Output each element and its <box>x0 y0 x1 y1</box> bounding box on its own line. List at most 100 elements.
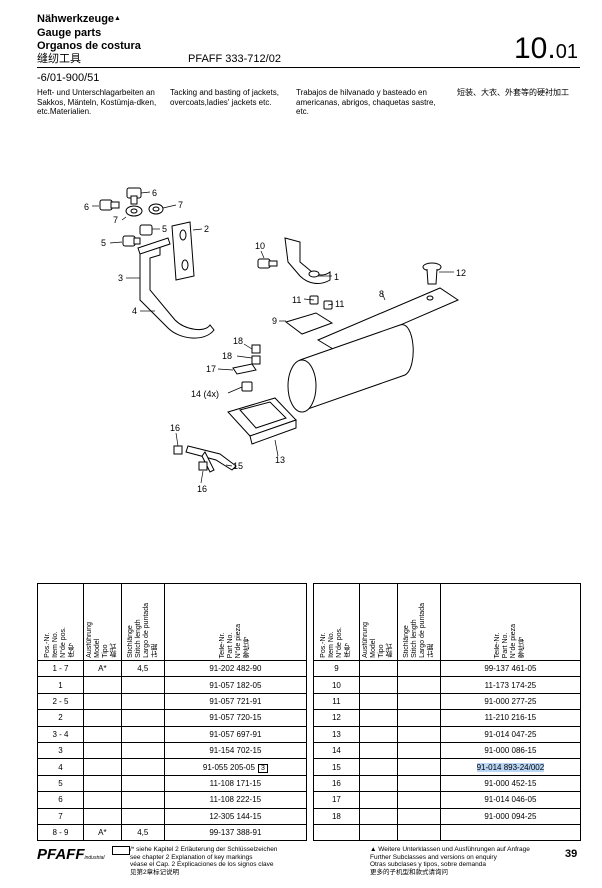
cell-part: 91-014 047-25 <box>439 725 582 743</box>
callout-9: 9 <box>272 316 277 326</box>
callout-14: 14 (4x) <box>191 389 219 399</box>
cell-part-text: 11-210 216-15 <box>484 713 537 723</box>
cell-pos-text: 12 <box>331 713 341 723</box>
plate-9-icon <box>284 312 334 335</box>
cell-model <box>82 676 122 694</box>
cell-part-text: 12-305 144-15 <box>209 811 262 821</box>
callout-11-right: 11 <box>335 299 344 309</box>
cell-pos: 3 <box>37 741 84 760</box>
subclass-label: -6/01-900/51 <box>37 72 100 84</box>
parts-table-left: Pos.-Nr. Item No. N°de pos. 序号 Ausführun… <box>37 583 308 842</box>
cell-part: 11-173 174-25 <box>439 676 582 694</box>
cell-part-text: 91-057 697-91 <box>209 729 262 739</box>
callout-6-upper: 6 <box>152 188 157 198</box>
cell-pos-text: 15 <box>331 762 341 772</box>
cell-model-text: A* <box>98 664 107 674</box>
cell-stitch <box>120 774 165 793</box>
callout-4: 4 <box>132 306 137 316</box>
cylinder-arm-icon <box>299 324 414 411</box>
cell-pos <box>313 823 360 842</box>
cell-pos: 5 <box>37 774 84 793</box>
title-zh: 缝纫工具 <box>37 53 81 65</box>
cell-pos: 11 <box>313 692 360 711</box>
cell-pos: 18 <box>313 807 360 825</box>
cell-pos-text: 7 <box>58 811 63 821</box>
cell-model <box>358 807 398 825</box>
cell-stitch <box>396 807 441 825</box>
table-row: 11 91-000 277-25 <box>313 692 582 711</box>
cell-part: 91-000 452-15 <box>439 774 582 793</box>
cell-part: 91-000 277-25 <box>439 692 582 711</box>
cell-pos: 17 <box>313 791 360 809</box>
callout-1: 1 <box>334 272 339 282</box>
title-en: Gauge parts <box>37 27 102 39</box>
table-row <box>313 823 582 842</box>
table-row: 15 91-014 893-24/002 <box>313 758 582 776</box>
table-row: 12 11-210 216-15 <box>313 709 582 727</box>
guide-arm-3-icon <box>139 244 215 339</box>
washer-7-icon <box>125 205 143 217</box>
cell-stitch <box>396 758 441 776</box>
cell-part: 91-014 893-24/002 <box>439 758 582 776</box>
col-part-header: Teile-Nr. Part No. N°de pieza 零件号 <box>163 583 308 661</box>
page-number: 39 <box>565 848 578 860</box>
cell-pos: 7 <box>37 807 84 825</box>
cell-model <box>358 692 398 711</box>
cell-pos: 9 <box>313 659 360 678</box>
cell-pos: 14 <box>313 741 360 760</box>
cell-part-text: 11-108 171-15 <box>209 778 262 788</box>
cell-pos: 4 <box>37 758 84 776</box>
cell-pos: 10 <box>313 676 360 694</box>
screw-18-icon <box>251 344 261 365</box>
cell-model <box>82 692 122 711</box>
cell-pos-text: 8 - 9 <box>52 828 69 838</box>
callout-12: 12 <box>456 268 466 278</box>
cell-part-text: 91-057 721-91 <box>209 696 262 706</box>
part-17-icon <box>232 363 257 375</box>
cell-stitch <box>120 725 165 743</box>
cell-part: 91-154 702-15 <box>163 741 308 760</box>
callout-5-left: 5 <box>101 238 106 248</box>
cell-part: 91-000 086-15 <box>439 741 582 760</box>
cell-pos: 1 - 7 <box>37 659 84 678</box>
table-row: 5 11-108 171-15 <box>37 774 308 793</box>
cell-part <box>439 823 582 842</box>
callout-16-upper: 16 <box>170 423 180 433</box>
cell-stitch <box>396 774 441 793</box>
callout-7-right: 7 <box>178 200 183 210</box>
cell-stitch <box>396 692 441 711</box>
cell-model <box>82 807 122 825</box>
cell-model <box>82 774 122 793</box>
cell-pos-text: 5 <box>58 778 63 788</box>
callout-10: 10 <box>255 241 265 251</box>
cell-stitch <box>120 709 165 727</box>
parts-table-right: Pos.-Nr. Item No. N°de pos. 序号 Ausführun… <box>313 583 582 842</box>
cell-pos-text: 14 <box>331 746 341 756</box>
cell-part-text: 91-014 047-25 <box>484 729 537 739</box>
plate-8-icon <box>316 287 460 353</box>
callout-18-lower: 18 <box>222 351 232 361</box>
callout-7-left: 7 <box>113 215 118 225</box>
col-pos-header: Pos.-Nr. Item No. N°de pos. 序号 <box>313 583 360 661</box>
col-stitch-header: Stichlänge Stitch length Largo de puntad… <box>120 583 165 661</box>
cell-pos: 1 <box>37 676 84 694</box>
brand-suffix: industrial <box>84 855 105 861</box>
cell-part-text: 11-108 222-15 <box>209 795 262 805</box>
cell-part: 91-014 046-05 <box>439 791 582 809</box>
table-row: 10 11-173 174-25 <box>313 676 582 694</box>
cell-part-text: 91-154 702-15 <box>209 746 262 756</box>
cell-model <box>358 774 398 793</box>
table-row: 17 91-014 046-05 <box>313 791 582 809</box>
cell-model <box>358 741 398 760</box>
cell-pos-text: 10 <box>331 680 341 690</box>
cell-model-text: A* <box>98 828 107 838</box>
cell-model <box>358 709 398 727</box>
parts-diagram: 6 6 7 7 5 5 2 3 4 10 1 12 8 11 11 9 18 1… <box>84 187 466 494</box>
part-1-icon <box>284 237 331 284</box>
table-row: 3 91-154 702-15 <box>37 741 308 760</box>
screw-6-left-icon <box>99 199 120 211</box>
